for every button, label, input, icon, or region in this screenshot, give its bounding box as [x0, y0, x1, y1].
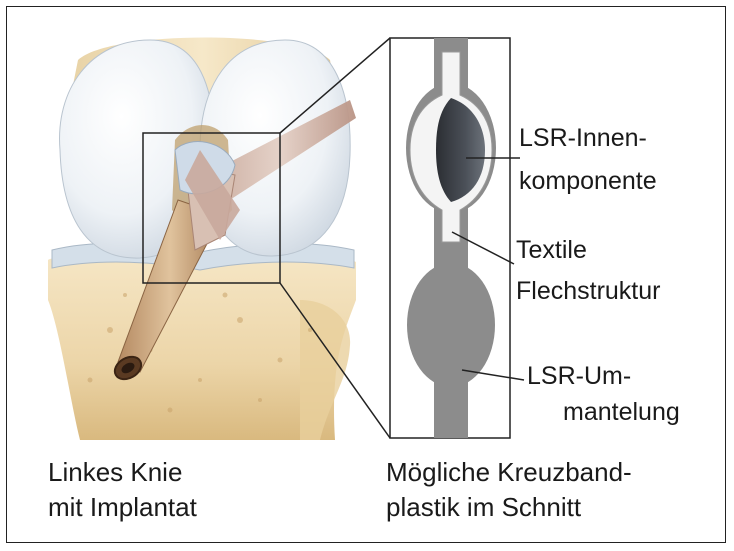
implant-cross-section: [390, 38, 524, 438]
caption-left-line1: Linkes Knie: [48, 459, 182, 485]
callout-coating-line2: mantelung: [563, 400, 680, 425]
caption-right-line2: plastik im Schnitt: [386, 494, 581, 520]
callout-inner-line1: LSR-Innen-: [519, 126, 647, 151]
callout-textile-line1: Textile: [516, 238, 587, 263]
knee-illustration: [48, 38, 356, 441]
callout-coating-line1: LSR-Um-: [527, 364, 631, 389]
callout-inner-line2: komponente: [519, 169, 703, 194]
callout-textile-line2: Flechstruktur: [516, 279, 704, 304]
caption-right-line1: Mögliche Kreuzband-: [386, 459, 632, 485]
caption-left-line2: mit Implantat: [48, 494, 197, 520]
